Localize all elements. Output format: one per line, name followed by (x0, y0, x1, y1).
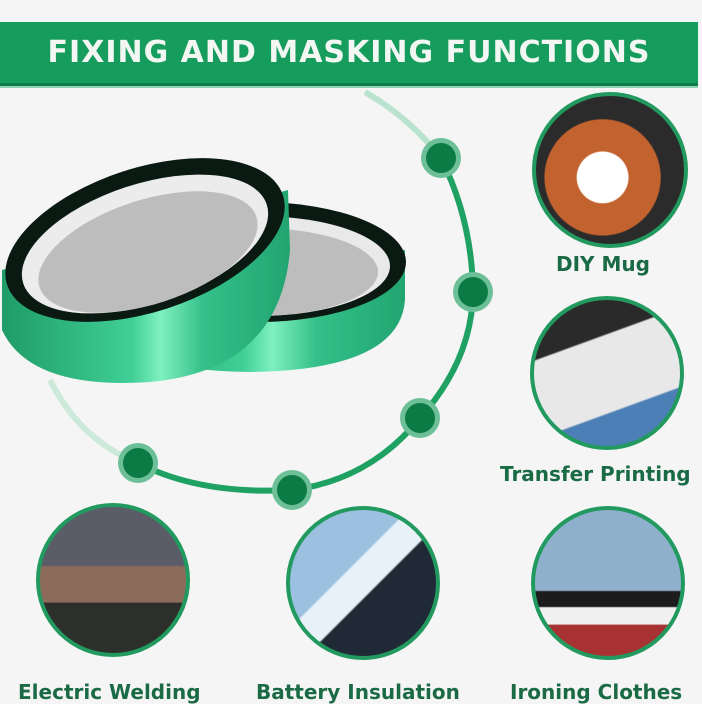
ironing-clothes-photo (531, 506, 685, 660)
diy-mug-label: DIY Mug (556, 252, 650, 276)
tape-roll-front (2, 158, 290, 383)
banner-title: FIXING AND MASKING FUNCTIONS (47, 35, 651, 70)
electric-welding-label: Electric Welding (18, 680, 201, 704)
title-banner: FIXING AND MASKING FUNCTIONS (0, 22, 698, 86)
battery-insulation-label: Battery Insulation (256, 680, 460, 704)
battery-insulation-photo (286, 506, 440, 660)
diy-mug-photo (532, 92, 688, 248)
transfer-printing-photo (530, 296, 684, 450)
ironing-clothes-label: Ironing Clothes (510, 680, 683, 704)
electric-welding-photo (36, 503, 190, 657)
arc-dots (118, 138, 493, 510)
transfer-printing-label: Transfer Printing (500, 462, 691, 486)
